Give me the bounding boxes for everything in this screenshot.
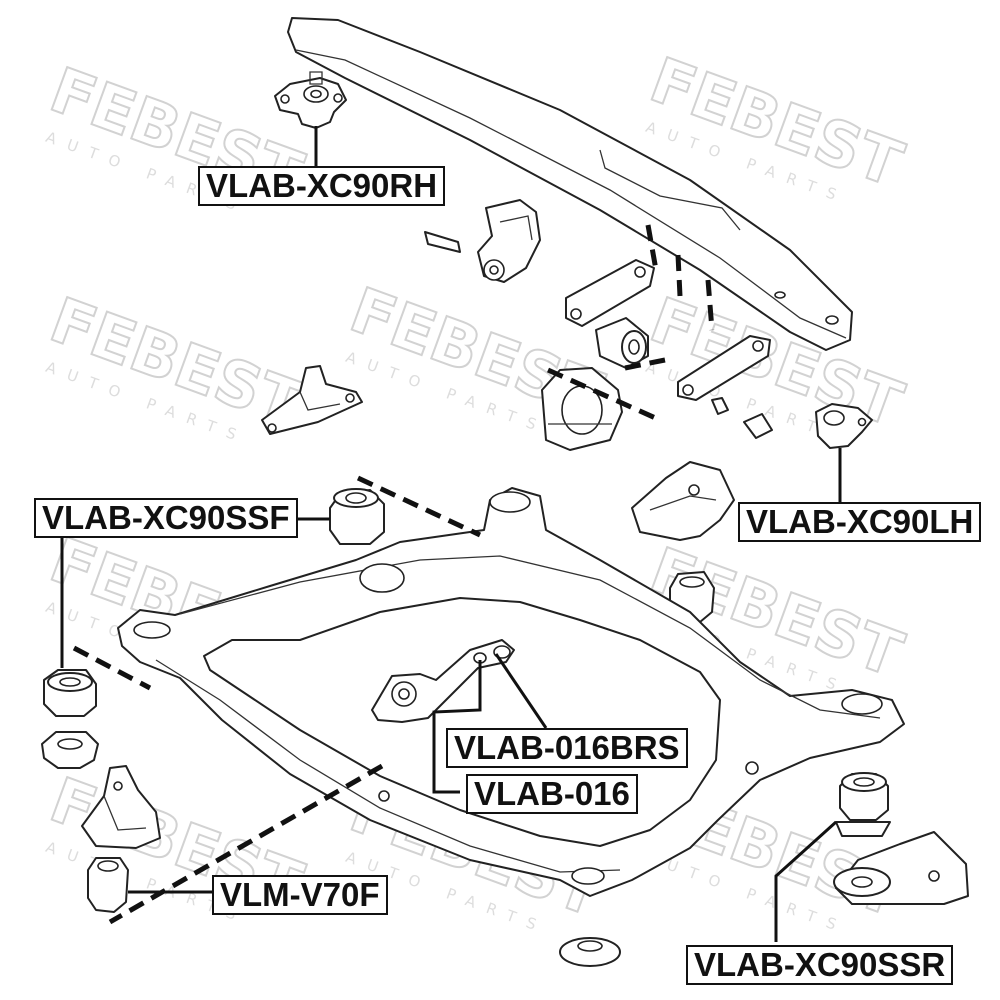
callout-vlm-v70f: VLM-V70F — [212, 875, 388, 915]
engine-bracket — [424, 199, 541, 283]
right-link — [677, 335, 773, 439]
torque-housing — [541, 367, 623, 451]
front-washer — [559, 937, 621, 967]
rh-engine-mount — [274, 71, 347, 129]
torque-bushing — [595, 317, 649, 369]
upper-crossmember — [287, 17, 853, 351]
lh-engine-mount — [815, 403, 873, 449]
callout-vlab-xc90lh: VLAB-XC90LH — [738, 502, 982, 542]
left-gearbox-mount — [261, 365, 363, 435]
callout-vlab-xc90rh: VLAB-XC90RH — [198, 166, 446, 206]
torque-arm-plate — [565, 259, 655, 327]
dashed-guides — [72, 224, 715, 925]
leader-lines — [60, 126, 842, 942]
callout-vlab-xc90ssf: VLAB-XC90SSF — [34, 498, 298, 538]
callout-vlab-xc90ssr: VLAB-XC90SSR — [686, 945, 954, 985]
ssf-bushing — [329, 488, 385, 545]
callout-vlab-016brs: VLAB-016BRS — [446, 728, 688, 768]
ssr-bracket — [833, 831, 969, 905]
v70f-mount — [81, 765, 161, 913]
left-bushing-stack — [41, 669, 99, 769]
callout-vlab-016: VLAB-016 — [466, 774, 638, 814]
front-lh-bracket — [631, 461, 735, 541]
ssr-bushing — [835, 772, 891, 837]
